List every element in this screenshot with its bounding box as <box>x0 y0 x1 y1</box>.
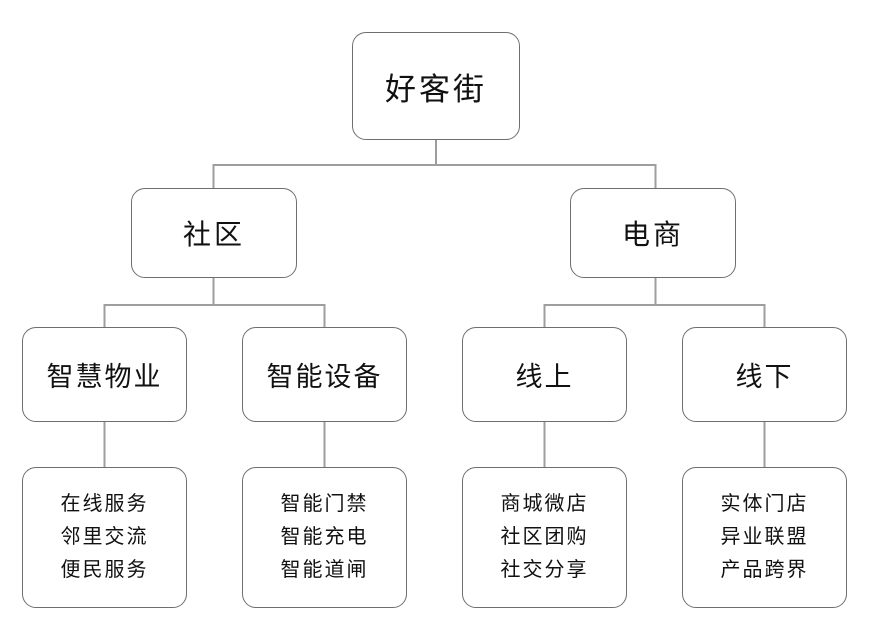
leaf-smart-devices-items: 智能门禁 智能充电 智能道闸 <box>242 467 407 608</box>
leaf-smart-property-items: 在线服务 邻里交流 便民服务 <box>22 467 187 608</box>
node-ecommerce-label: 电商 <box>621 219 684 250</box>
leaf-item: 邻里交流 <box>60 526 149 548</box>
node-community-label: 社区 <box>182 219 245 250</box>
leaf-item: 产品跨界 <box>720 559 809 581</box>
node-community: 社区 <box>131 188 297 278</box>
node-ecommerce: 电商 <box>570 188 736 278</box>
node-smart-property: 智慧物业 <box>22 327 187 422</box>
node-root-label: 好客街 <box>385 71 487 107</box>
node-offline-label: 线下 <box>735 362 794 392</box>
node-online: 线上 <box>462 327 627 422</box>
node-smart-devices: 智能设备 <box>242 327 407 422</box>
node-online-label: 线上 <box>515 362 574 392</box>
leaf-item: 实体门店 <box>720 493 809 515</box>
leaf-item: 智能道闸 <box>280 559 369 581</box>
leaf-item: 社区团购 <box>500 526 589 548</box>
node-smart-devices-label: 智能设备 <box>266 362 383 392</box>
leaf-item: 异业联盟 <box>720 526 809 548</box>
node-smart-property-label: 智慧物业 <box>46 362 163 392</box>
node-offline: 线下 <box>682 327 847 422</box>
leaf-item: 智能充电 <box>280 526 369 548</box>
connector-root-to-level2 <box>212 140 657 188</box>
connector-level3-to-leaves <box>103 422 766 467</box>
connector-community-to-children <box>103 278 326 327</box>
leaf-item: 在线服务 <box>60 493 149 515</box>
leaf-item: 智能门禁 <box>280 493 369 515</box>
leaf-item: 便民服务 <box>60 559 149 581</box>
leaf-item: 商城微店 <box>500 493 589 515</box>
node-root: 好客街 <box>352 32 520 140</box>
leaf-item: 社交分享 <box>500 559 589 581</box>
connector-ecommerce-to-children <box>543 278 766 327</box>
leaf-offline-items: 实体门店 异业联盟 产品跨界 <box>682 467 847 608</box>
leaf-online-items: 商城微店 社区团购 社交分享 <box>462 467 627 608</box>
